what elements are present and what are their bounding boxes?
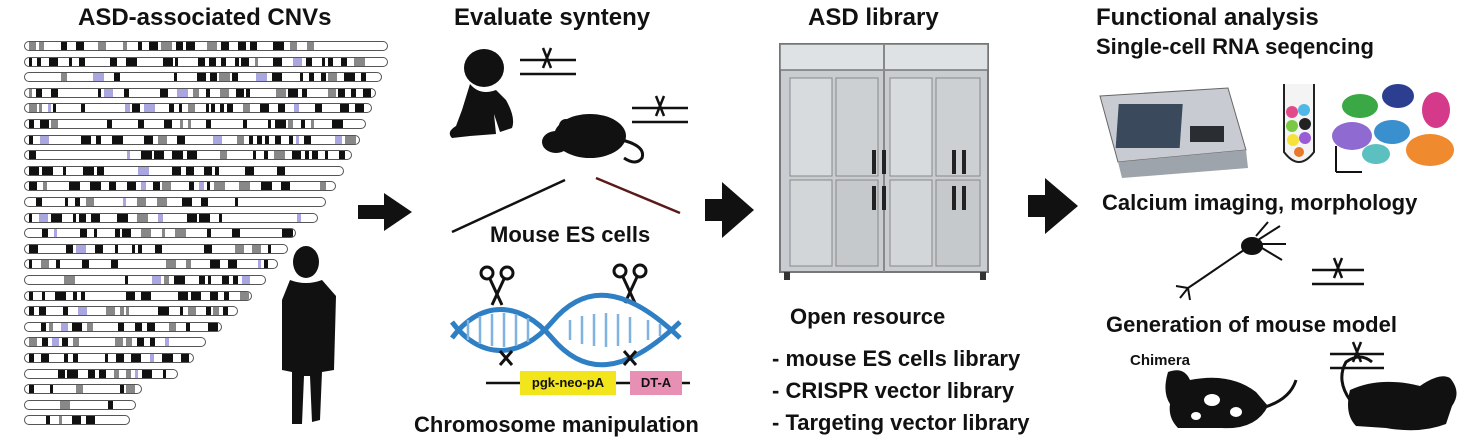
chromosome-ideogram bbox=[24, 56, 388, 67]
arrow-icon bbox=[1028, 178, 1078, 234]
chromosome-ideogram bbox=[24, 306, 238, 317]
chromosome-ideogram bbox=[24, 384, 142, 395]
crossover-icon bbox=[632, 95, 688, 124]
functional-subtitle: Single-cell RNA seqencing bbox=[1096, 34, 1374, 59]
chromosome-ideogram bbox=[24, 243, 288, 254]
chromosome-ideogram bbox=[24, 181, 336, 192]
sequencer-icon bbox=[1099, 87, 1248, 178]
person-icon bbox=[282, 246, 336, 424]
chromosome-ideogram bbox=[24, 150, 352, 161]
calcium-label: Calcium imaging, morphology bbox=[1102, 190, 1418, 215]
chromosome-ideogram bbox=[24, 103, 372, 114]
neuron-icon bbox=[1175, 221, 1286, 301]
arrow-icon bbox=[358, 193, 412, 231]
chromosome-ideogram bbox=[24, 87, 376, 98]
chromosome-ideogram bbox=[24, 368, 178, 379]
chromosome-ideogram bbox=[24, 72, 382, 83]
synteny-title: Evaluate synteny bbox=[454, 4, 651, 31]
chromosome-ideogram bbox=[24, 275, 266, 285]
baby-icon bbox=[449, 49, 514, 138]
chromosome-manipulation-label: Chromosome manipulation bbox=[414, 412, 699, 437]
scissors-icon bbox=[479, 265, 515, 306]
connector-line bbox=[451, 178, 566, 234]
tsne-plot-icon bbox=[1332, 84, 1454, 173]
mouse-icon bbox=[542, 114, 645, 164]
pgk-neo-pa-text: pgk-neo-pA bbox=[531, 375, 605, 390]
chromosome-ideogram bbox=[24, 119, 366, 129]
dt-a-label: DT-A bbox=[630, 371, 682, 395]
chromosome-ideogram bbox=[24, 353, 194, 363]
chromosome-ideogram bbox=[24, 321, 222, 332]
resource-item: - Targeting vector library bbox=[772, 410, 1030, 435]
chromosome-ideogram bbox=[24, 134, 360, 145]
functional-title: Functional analysis bbox=[1096, 4, 1319, 31]
crossover-icon bbox=[1312, 257, 1364, 286]
chromosome-ideogram bbox=[24, 165, 344, 176]
es-cells-label: Mouse ES cells bbox=[490, 222, 651, 247]
dna-helix-icon bbox=[449, 292, 682, 368]
arrow-icon bbox=[705, 182, 754, 238]
crossover-icon bbox=[520, 47, 576, 76]
chromosome-ideogram bbox=[24, 337, 206, 348]
library-title: ASD library bbox=[808, 4, 939, 31]
open-resource-title: Open resource bbox=[790, 304, 946, 329]
chromosome-ideogram bbox=[24, 197, 326, 207]
chromosome-ideogram bbox=[24, 415, 130, 426]
chromosome-ideogram bbox=[24, 290, 252, 301]
freezer-icon bbox=[779, 43, 989, 280]
chimera-label: Chimera bbox=[1130, 352, 1191, 369]
chromosome-ideogram bbox=[24, 41, 388, 51]
cnv-title: ASD-associated CNVs bbox=[78, 4, 332, 31]
crossover-icon bbox=[1330, 341, 1384, 370]
chimera-mouse-icon bbox=[1165, 370, 1298, 429]
connector-line bbox=[595, 176, 681, 215]
cross-marker bbox=[498, 350, 638, 366]
dt-a-text: DT-A bbox=[640, 375, 672, 390]
generation-label: Generation of mouse model bbox=[1106, 312, 1397, 337]
pgk-neo-pa-label: pgk-neo-pA bbox=[520, 371, 616, 395]
resource-item: - mouse ES cells library bbox=[772, 346, 1021, 371]
chromosome-ideogram bbox=[24, 259, 278, 270]
chromosome-ideogram bbox=[24, 212, 318, 223]
tube-icon bbox=[1283, 84, 1315, 163]
dna-rungs bbox=[466, 313, 662, 347]
chromosome-ideogram bbox=[24, 228, 296, 239]
mouse-icon bbox=[1340, 355, 1457, 431]
resource-item: - CRISPR vector library bbox=[772, 378, 1015, 403]
chromosome-ideogram bbox=[24, 399, 136, 410]
